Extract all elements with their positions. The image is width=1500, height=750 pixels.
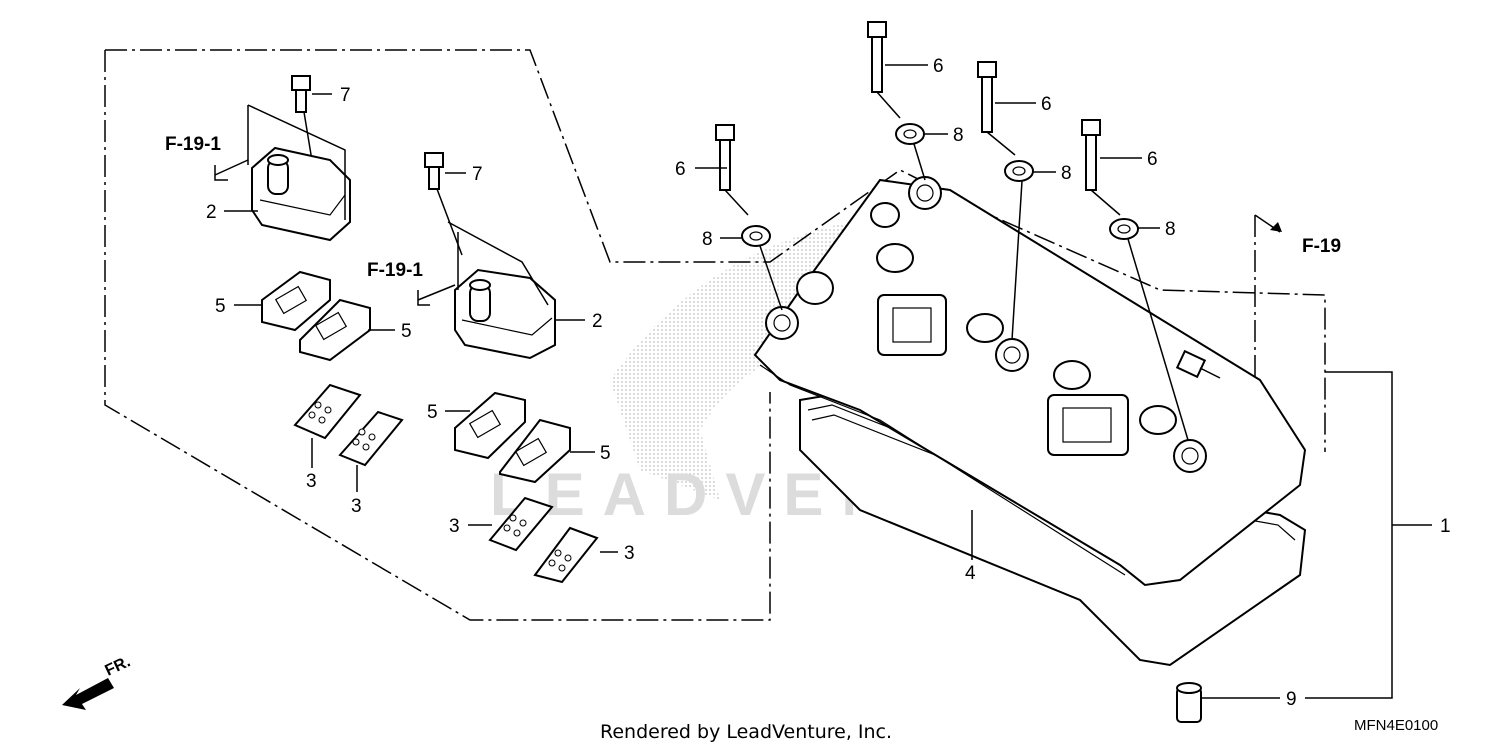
front-label: FR. — [103, 653, 134, 679]
callout-3: 3 — [351, 496, 362, 517]
bracket-part-1 — [1305, 371, 1432, 699]
callout-6: 6 — [1041, 94, 1052, 115]
reference-codes: F-19-1 F-19-1 F-19 — [165, 134, 1341, 281]
callout-7: 7 — [472, 164, 483, 185]
callout-5: 5 — [215, 296, 226, 317]
ref-f-19-1-upper: F-19-1 — [165, 134, 221, 155]
callout-7: 7 — [340, 85, 351, 106]
callout-8: 8 — [1061, 163, 1072, 184]
callout-3: 3 — [624, 543, 635, 564]
callout-labels: 1 2 2 3 3 3 3 4 5 5 5 5 6 6 6 6 7 7 8 8 … — [206, 56, 1451, 710]
coil-cover-upper — [247, 75, 351, 242]
callout-3: 3 — [306, 471, 317, 492]
ref-f-19: F-19 — [1302, 236, 1341, 257]
plates-part-3 — [293, 383, 599, 584]
callout-2: 2 — [592, 311, 603, 332]
front-arrow-icon: FR. — [62, 653, 133, 710]
callout-1: 1 — [1440, 516, 1451, 537]
callout-3: 3 — [449, 516, 460, 537]
assembly-outline — [104, 49, 1326, 621]
washers-part-8 — [741, 123, 1189, 441]
callout-5: 5 — [600, 443, 611, 464]
callout-9: 9 — [1286, 689, 1297, 710]
dowel-part-9 — [1176, 682, 1202, 723]
callout-8: 8 — [953, 125, 964, 146]
ref-f-19-1-lower: F-19-1 — [367, 260, 423, 281]
callout-6: 6 — [1147, 149, 1158, 170]
diagram-code: MFN4E0100 — [1354, 717, 1438, 734]
callout-5: 5 — [427, 402, 438, 423]
leader-lines — [224, 64, 1280, 699]
callout-5: 5 — [401, 321, 412, 342]
gaskets-part-5 — [261, 270, 571, 484]
cylinder-head-cover — [753, 176, 1307, 667]
callout-8: 8 — [1165, 219, 1176, 240]
callout-6: 6 — [933, 56, 944, 77]
callout-2: 2 — [206, 202, 217, 223]
callout-6: 6 — [675, 159, 686, 180]
rendered-by-text: Rendered by LeadVenture, Inc. — [600, 721, 892, 743]
callout-4: 4 — [965, 563, 976, 584]
coil-cover-lower — [424, 152, 556, 360]
bolts-part-6 — [715, 21, 1121, 216]
reference-arrows — [214, 159, 1282, 306]
callout-8: 8 — [702, 229, 713, 250]
